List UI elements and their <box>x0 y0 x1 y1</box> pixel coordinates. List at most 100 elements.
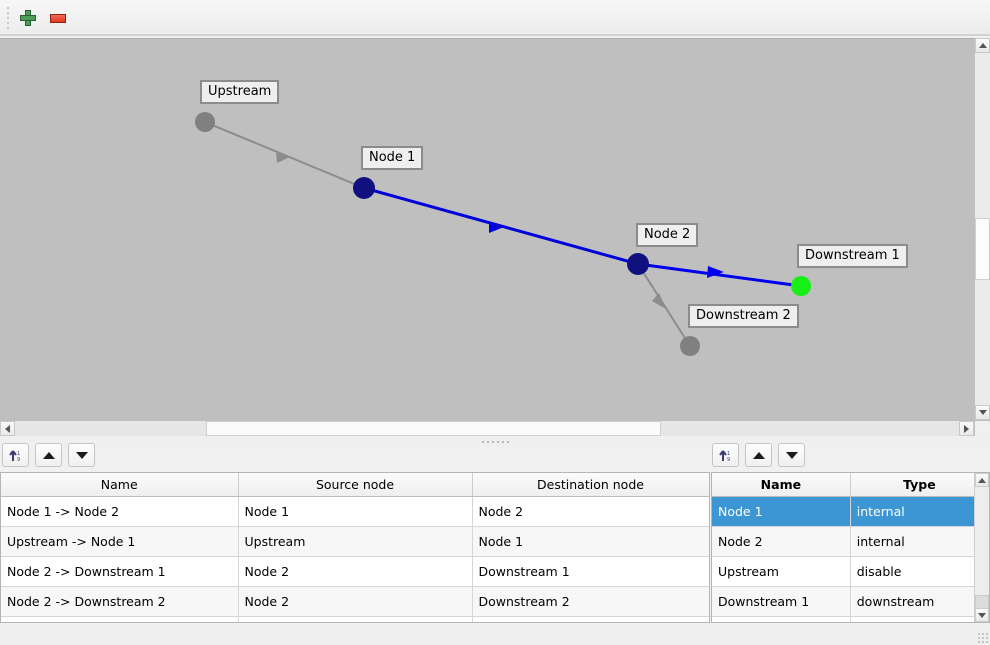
node-scroll-up-button[interactable] <box>975 473 989 487</box>
node-col-type[interactable]: Type <box>850 473 989 497</box>
triangle-down-icon <box>978 612 986 618</box>
graph-node-downstream1 <box>791 276 811 296</box>
node-move-down-button[interactable] <box>778 443 805 467</box>
edge-move-up-button[interactable] <box>35 443 62 467</box>
vertical-scroll-track[interactable] <box>975 53 990 405</box>
cell-name[interactable]: Node 1 <box>712 496 851 527</box>
table-row[interactable]: Upstream -> Node 1 Upstream Node 1 <box>1 526 709 557</box>
graph-node-node1 <box>353 177 375 199</box>
edge-move-down-button[interactable] <box>68 443 95 467</box>
table-row[interactable]: Node 2 -> Downstream 2 Node 2 Downstream… <box>1 586 709 617</box>
arrow-up-icon <box>42 451 55 459</box>
table-empty-row <box>1 616 709 622</box>
main-toolbar <box>0 0 990 36</box>
node-col-name[interactable]: Name <box>712 473 851 497</box>
edge-node2-downstream2 <box>637 263 691 347</box>
edge-upstream-node1 <box>204 121 365 189</box>
table-row[interactable]: Node 1 internal <box>712 496 989 527</box>
canvas-horizontal-scrollbar[interactable] <box>0 421 974 436</box>
table-row[interactable]: Upstream disable <box>712 556 989 587</box>
triangle-up-icon <box>978 477 986 483</box>
cell-name[interactable]: Upstream -> Node 1 <box>1 526 239 557</box>
graph-label-downstream2[interactable]: Downstream 2 <box>688 304 799 328</box>
graph-node-downstream2 <box>680 336 700 356</box>
minus-icon <box>50 13 66 23</box>
cell-name[interactable]: Node 2 -> Downstream 2 <box>1 586 239 617</box>
svg-text:1: 1 <box>727 451 730 457</box>
splitter-grip-icon <box>481 441 509 443</box>
canvas-vertical-scrollbar[interactable] <box>974 38 990 420</box>
node-scroll-down-button[interactable] <box>975 608 989 622</box>
node-table[interactable]: Name Type Node 1 internal Node 2 interna… <box>711 472 990 623</box>
svg-text:9: 9 <box>17 457 20 463</box>
node-grid: Name Type Node 1 internal Node 2 interna… <box>712 473 989 622</box>
graph-svg <box>195 112 811 356</box>
node-sort-button[interactable]: 1 9 <box>712 443 739 467</box>
arrow-down-icon <box>75 451 88 459</box>
status-strip <box>0 624 990 645</box>
remove-button[interactable] <box>43 3 73 33</box>
svg-text:1: 1 <box>17 451 20 457</box>
table-row[interactable]: Node 2 internal <box>712 526 989 557</box>
edge-table[interactable]: Name Source node Destination node Node 1… <box>0 472 710 623</box>
sort-icon: 1 9 <box>9 449 20 463</box>
graph-canvas[interactable]: Upstream Node 1 Node 2 Downstream 1 Down… <box>0 38 990 436</box>
triangle-right-icon <box>964 424 969 433</box>
cell-name[interactable]: Node 1 -> Node 2 <box>1 496 239 527</box>
cell-name[interactable]: Node 2 -> Downstream 1 <box>1 556 239 587</box>
graph-node-upstream <box>195 112 215 132</box>
cell-source[interactable]: Node 2 <box>238 556 473 587</box>
triangle-left-icon <box>5 424 10 433</box>
arrow-up-icon <box>752 451 765 459</box>
add-button[interactable] <box>13 3 43 33</box>
scroll-right-button[interactable] <box>959 421 974 436</box>
cell-destination[interactable]: Downstream 1 <box>472 556 709 587</box>
table-empty-row <box>712 616 989 622</box>
cell-source[interactable]: Node 1 <box>238 496 473 527</box>
sort-icon: 1 9 <box>719 449 730 463</box>
cell-name[interactable]: Node 2 <box>712 526 851 557</box>
pane-splitter[interactable] <box>0 437 990 447</box>
cell-name[interactable]: Downstream 1 <box>712 586 851 617</box>
table-row[interactable]: Downstream 1 downstream <box>712 586 989 617</box>
triangle-down-icon <box>978 410 987 415</box>
cell-source[interactable]: Upstream <box>238 526 473 557</box>
edge-table-toolbar: 1 9 <box>2 443 95 467</box>
node-table-header-row: Name Type <box>712 473 989 497</box>
graph-label-node2[interactable]: Node 2 <box>636 223 699 247</box>
cell-source[interactable]: Node 2 <box>238 586 473 617</box>
edge-col-source[interactable]: Source node <box>238 473 473 497</box>
cell-destination[interactable]: Node 1 <box>472 526 709 557</box>
graph-label-downstream1[interactable]: Downstream 1 <box>797 244 908 268</box>
cell-type[interactable]: internal <box>850 496 989 527</box>
vertical-scroll-thumb[interactable] <box>975 218 990 280</box>
cell-type[interactable]: internal <box>850 526 989 557</box>
node-move-up-button[interactable] <box>745 443 772 467</box>
horizontal-scroll-thumb[interactable] <box>206 421 661 436</box>
toolbar-drag-handle[interactable] <box>3 6 13 30</box>
node-table-scrollbar[interactable] <box>974 473 989 622</box>
resize-grip-icon[interactable] <box>978 633 988 643</box>
graph-label-node1[interactable]: Node 1 <box>361 146 424 170</box>
cell-type[interactable]: disable <box>850 556 989 587</box>
scroll-up-button[interactable] <box>975 38 990 53</box>
scroll-left-button[interactable] <box>0 421 15 436</box>
edge-sort-button[interactable]: 1 9 <box>2 443 29 467</box>
graph-label-upstream[interactable]: Upstream <box>200 80 280 104</box>
edge-col-destination[interactable]: Destination node <box>472 473 709 497</box>
node-scroll-track[interactable] <box>975 487 989 622</box>
edge-table-header-row: Name Source node Destination node <box>1 473 709 497</box>
svg-text:9: 9 <box>727 457 730 463</box>
graph-node-node2 <box>627 253 649 275</box>
cell-name[interactable]: Upstream <box>712 556 851 587</box>
table-row[interactable]: Node 2 -> Downstream 1 Node 2 Downstream… <box>1 556 709 587</box>
cell-destination[interactable]: Downstream 2 <box>472 586 709 617</box>
scroll-down-button[interactable] <box>975 405 990 420</box>
cell-destination[interactable]: Node 2 <box>472 496 709 527</box>
cell-type[interactable]: downstream <box>850 586 989 617</box>
scrollbar-corner <box>974 421 990 436</box>
edge-col-name[interactable]: Name <box>1 473 239 497</box>
table-row[interactable]: Node 1 -> Node 2 Node 1 Node 2 <box>1 496 709 527</box>
toolbar-separator <box>0 34 990 36</box>
edge-grid: Name Source node Destination node Node 1… <box>1 473 709 622</box>
